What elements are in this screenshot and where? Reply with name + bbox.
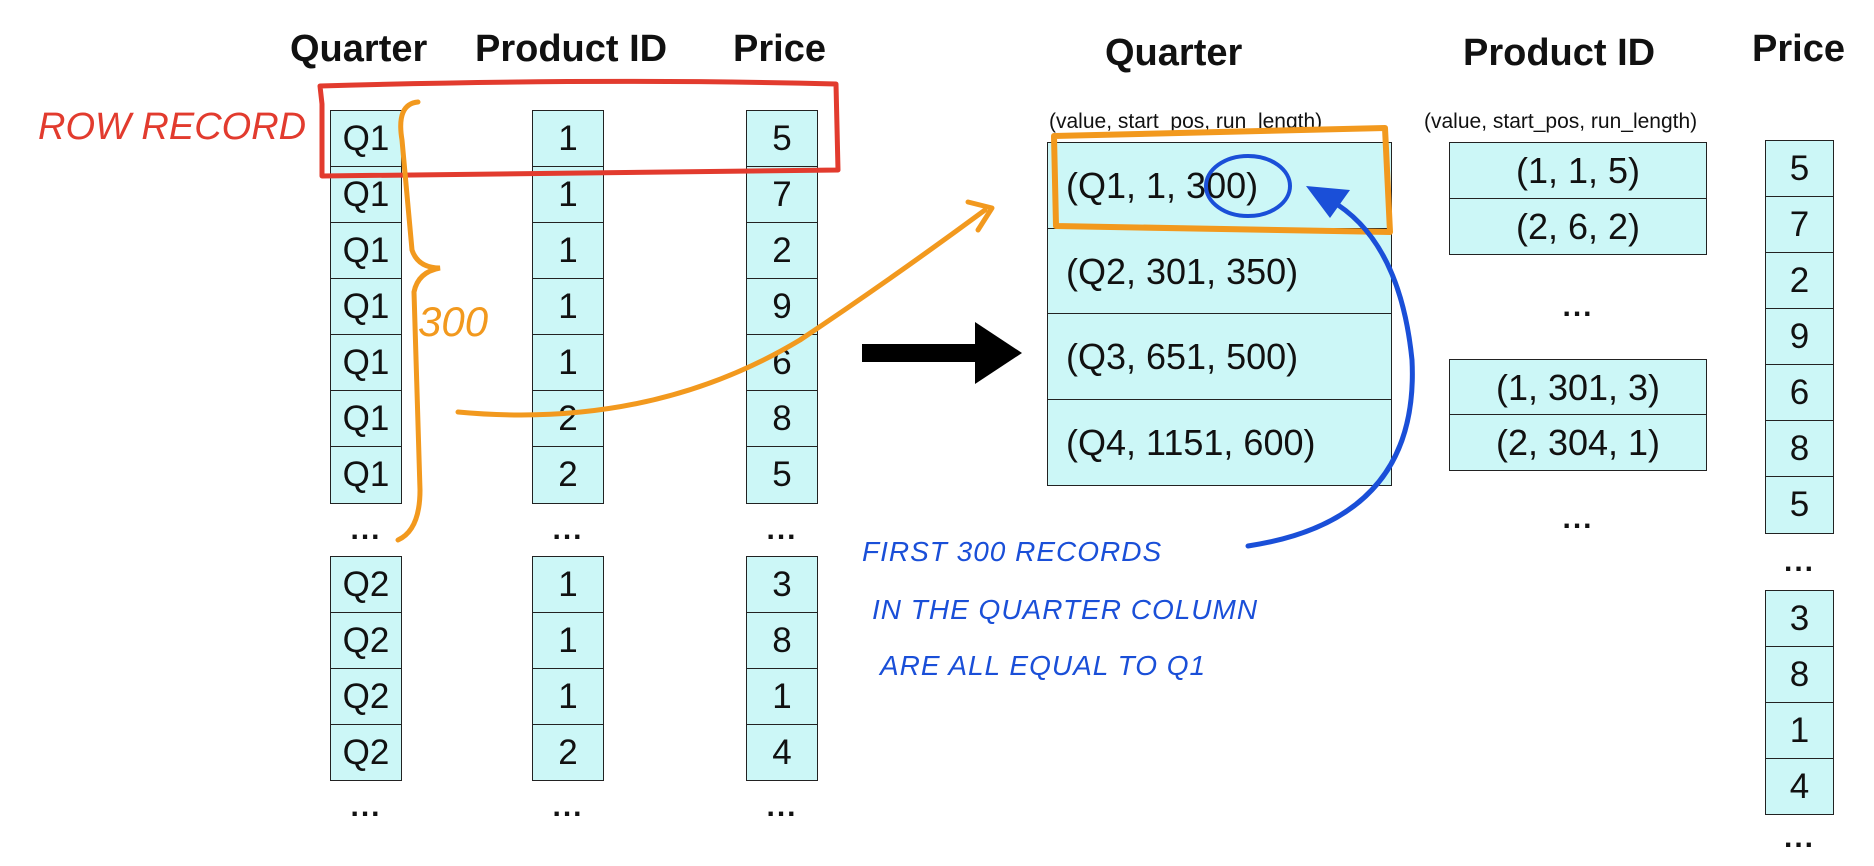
table-cell: 2	[532, 390, 604, 448]
right-header-quarter: Quarter	[1105, 32, 1243, 74]
table-cell: 4	[1765, 757, 1834, 815]
table-cell: 3	[746, 555, 818, 613]
table-cell: 2	[532, 723, 604, 781]
ellipsis: ...	[1562, 289, 1594, 323]
table-cell: Q1	[330, 222, 402, 280]
table-cell: 1	[532, 110, 604, 168]
transform-arrow-icon	[862, 322, 1022, 384]
product-id-subtitle: (value, start_pos, run_length)	[1424, 110, 1698, 133]
table-cell: 7	[1765, 196, 1834, 254]
table-cell: 1	[532, 555, 604, 613]
rle-cell: (2, 6, 2)	[1449, 197, 1707, 255]
rle-cell: (Q1, 1, 300)	[1047, 142, 1392, 229]
ellipsis: ...	[766, 790, 798, 823]
left-header-product-id: Product ID	[475, 28, 668, 70]
table-cell: 2	[746, 222, 818, 280]
right-header-product-id: Product ID	[1463, 32, 1656, 74]
table-cell: 8	[1765, 420, 1834, 478]
table-cell: 2	[1765, 252, 1834, 310]
left-quarter-column: Q1 Q1 Q1 Q1 Q1 Q1 Q1 ... Q2 Q2 Q2 Q2 ...	[330, 110, 402, 833]
rle-cell: (2, 304, 1)	[1449, 414, 1707, 471]
table-cell: Q2	[330, 611, 402, 669]
annotation-note-line: FIRST 300 RECORDS	[862, 536, 1163, 567]
table-cell: 5	[1765, 476, 1834, 534]
left-header-price: Price	[733, 28, 826, 70]
table-cell: 4	[746, 723, 818, 781]
table-cell: 1	[532, 166, 604, 224]
table-cell: Q2	[330, 723, 402, 781]
table-cell: 9	[746, 278, 818, 336]
table-cell: Q2	[330, 555, 402, 613]
left-header-quarter: Quarter	[290, 28, 428, 70]
run-arrow-head-icon	[965, 199, 995, 233]
right-price-column: 5 7 2 9 6 8 5 ... 3 8 1 4 ...	[1765, 140, 1834, 861]
ellipsis: ...	[1783, 821, 1815, 854]
table-cell: 8	[1765, 645, 1834, 703]
table-cell: 9	[1765, 308, 1834, 366]
table-cell: 2	[532, 446, 604, 504]
table-cell: 1	[1765, 701, 1834, 759]
rle-cell: (1, 301, 3)	[1449, 358, 1707, 416]
table-cell: 3	[1765, 589, 1834, 647]
table-cell: 5	[746, 446, 818, 504]
table-cell: Q1	[330, 446, 402, 504]
left-price-column: 5 7 2 9 6 8 5 ... 3 8 1 4 ...	[746, 110, 818, 833]
ellipsis: ...	[350, 790, 382, 823]
table-cell: Q1	[330, 166, 402, 224]
rle-cell: (Q3, 651, 500)	[1047, 313, 1392, 400]
run-length-label: 300	[418, 298, 489, 345]
table-cell: 8	[746, 611, 818, 669]
annotation-note-line: ARE ALL EQUAL TO Q1	[880, 650, 1207, 681]
table-cell: Q1	[330, 110, 402, 168]
table-cell: 1	[746, 667, 818, 725]
table-cell: 1	[532, 667, 604, 725]
annotation-note-line: IN THE QUARTER COLUMN	[872, 594, 1259, 625]
table-cell: 1	[532, 222, 604, 280]
ellipsis: ...	[350, 512, 382, 546]
quarter-rle-column: (Q1, 1, 300) (Q2, 301, 350) (Q3, 651, 50…	[1047, 142, 1392, 486]
rle-cell: (Q4, 1151, 600)	[1047, 398, 1392, 486]
table-cell: 1	[532, 278, 604, 336]
table-cell: 1	[532, 334, 604, 392]
table-cell: Q1	[330, 390, 402, 448]
table-cell: Q1	[330, 278, 402, 336]
rle-cell: (1, 1, 5)	[1449, 142, 1707, 199]
table-cell: 5	[746, 110, 818, 168]
table-cell: 6	[746, 334, 818, 392]
table-cell: 5	[1765, 140, 1834, 198]
table-cell: 6	[1765, 364, 1834, 422]
row-record-label: ROW RECORD	[38, 106, 307, 148]
ellipsis: ...	[766, 512, 798, 546]
ellipsis: ...	[1562, 502, 1594, 535]
table-cell: Q2	[330, 667, 402, 725]
right-header-price: Price	[1752, 28, 1845, 70]
table-cell: 7	[746, 166, 818, 224]
table-cell: Q1	[330, 334, 402, 392]
ellipsis: ...	[552, 512, 584, 546]
quarter-subtitle: (value, start_pos, run_length)	[1049, 110, 1323, 133]
table-cell: 1	[532, 611, 604, 669]
rle-cell: (Q2, 301, 350)	[1047, 227, 1392, 315]
ellipsis: ...	[1783, 544, 1815, 578]
table-cell: 8	[746, 390, 818, 448]
left-product-id-column: 1 1 1 1 1 2 2 ... 1 1 1 2 ...	[532, 110, 604, 833]
ellipsis: ...	[552, 790, 584, 823]
product-id-rle-column: (1, 1, 5) (2, 6, 2) ... (1, 301, 3) (2, …	[1449, 142, 1707, 567]
